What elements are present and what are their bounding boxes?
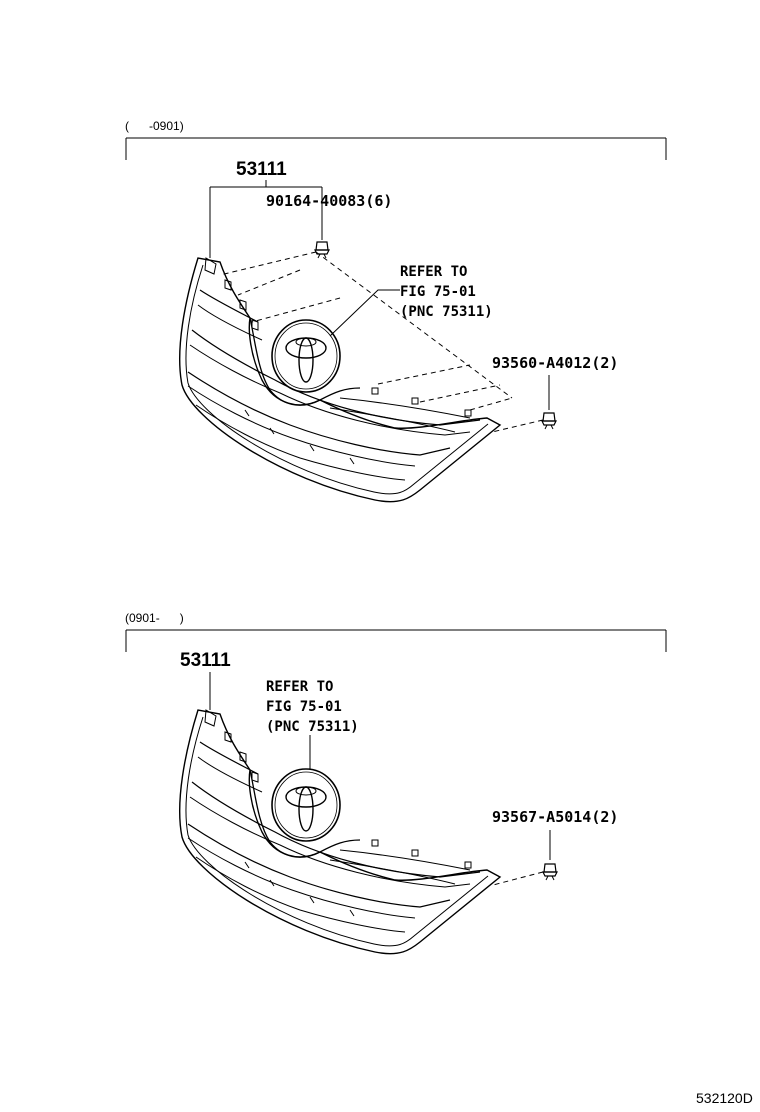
section-1-bracket	[125, 137, 667, 160]
figure-id: 532120D	[696, 1090, 753, 1106]
part-number-93560[interactable]: 93560-A4012(2)	[492, 354, 619, 372]
refer-note-1-line3: (PNC 75311)	[400, 304, 493, 320]
screw-clip-1	[314, 241, 330, 259]
emblem-1	[271, 319, 341, 393]
refer-note-1-line2[interactable]: FIG 75-01	[400, 284, 476, 300]
section-2-bracket	[125, 629, 667, 652]
part-number-53111-top[interactable]: 53111	[236, 159, 287, 180]
radiator-grille-2	[178, 709, 501, 955]
refer-note-2-line2[interactable]: FIG 75-01	[266, 699, 342, 715]
refer-note-1-line1: REFER TO	[400, 264, 468, 280]
leaders-2	[209, 672, 551, 886]
emblem-2	[271, 768, 341, 842]
section-1-range: ( -0901)	[125, 119, 184, 133]
part-number-53111-bottom[interactable]: 53111	[180, 650, 231, 671]
part-leader-bracket-1	[209, 180, 323, 258]
section-2-range: (0901- )	[125, 611, 184, 625]
part-number-93567[interactable]: 93567-A5014(2)	[492, 808, 619, 826]
dashed-leaders-1	[219, 251, 544, 433]
clip-1	[541, 412, 557, 430]
refer-leader-1	[329, 289, 550, 410]
part-number-90164[interactable]: 90164-40083(6)	[266, 192, 393, 210]
clip-2	[542, 863, 558, 881]
refer-note-2-line3: (PNC 75311)	[266, 719, 359, 735]
refer-note-2-line1: REFER TO	[266, 679, 334, 695]
